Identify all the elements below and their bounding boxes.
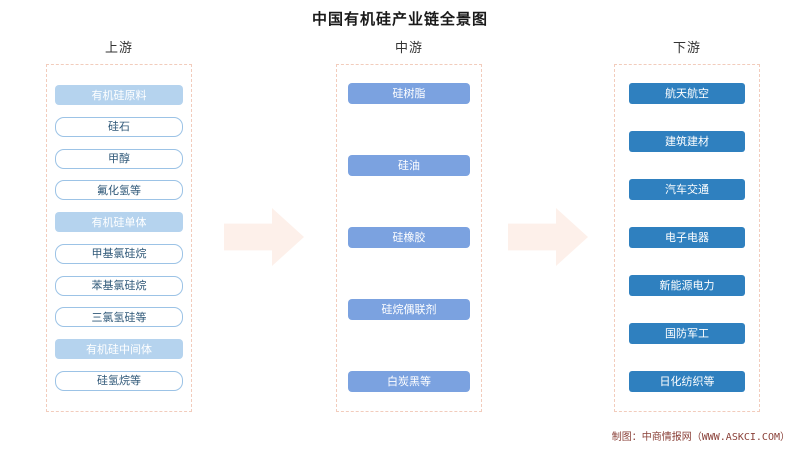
chain-node: 氟化氢等 (55, 180, 183, 201)
chain-node: 建筑建材 (629, 131, 745, 152)
column-header-upstream: 上游 (104, 41, 133, 56)
chain-node: 硅油 (348, 155, 470, 176)
chain-category-node: 有机硅单体 (55, 212, 183, 233)
chain-node: 硅氢烷等 (55, 370, 183, 391)
chain-node: 航天航空 (629, 83, 745, 104)
flow-arrow-icon (224, 208, 304, 266)
flow-arrow-icon (508, 208, 588, 266)
midstream-panel: 硅树脂 硅油 硅橡胶 硅烷偶联剂 白炭黑等 (336, 64, 482, 412)
chain-node: 甲基氯硅烷 (55, 243, 183, 264)
chain-node: 硅橡胶 (348, 227, 470, 248)
downstream-panel: 航天航空 建筑建材 汽车交通 电子电器 新能源电力 国防军工 日化纺织等 (614, 64, 760, 412)
chain-node: 三氯氢硅等 (55, 307, 183, 328)
chain-node: 硅石 (55, 116, 183, 137)
chain-node: 汽车交通 (629, 179, 745, 200)
chain-node: 硅烷偶联剂 (348, 299, 470, 320)
chain-node: 日化纺织等 (629, 371, 745, 392)
upstream-panel: 有机硅原料 硅石 甲醇 氟化氢等 有机硅单体 甲基氯硅烷 苯基氯硅烷 三氯氢硅等… (46, 64, 192, 412)
chain-node: 甲醇 (55, 148, 183, 169)
credit-text: 制图：中商情报网（WWW.ASKCI.COM） (611, 432, 790, 443)
column-header-midstream: 中游 (394, 41, 423, 56)
page-title: 中国有机硅产业链全景图 (311, 10, 488, 28)
chain-node: 白炭黑等 (348, 371, 470, 392)
chain-node: 硅树脂 (348, 83, 470, 104)
chain-category-node: 有机硅原料 (55, 85, 183, 105)
chain-node: 国防军工 (629, 323, 745, 344)
chain-node: 电子电器 (629, 227, 745, 248)
chain-category-node: 有机硅中间体 (55, 339, 183, 360)
chain-node: 新能源电力 (629, 275, 745, 296)
chain-node: 苯基氯硅烷 (55, 275, 183, 296)
column-header-downstream: 下游 (672, 41, 701, 56)
